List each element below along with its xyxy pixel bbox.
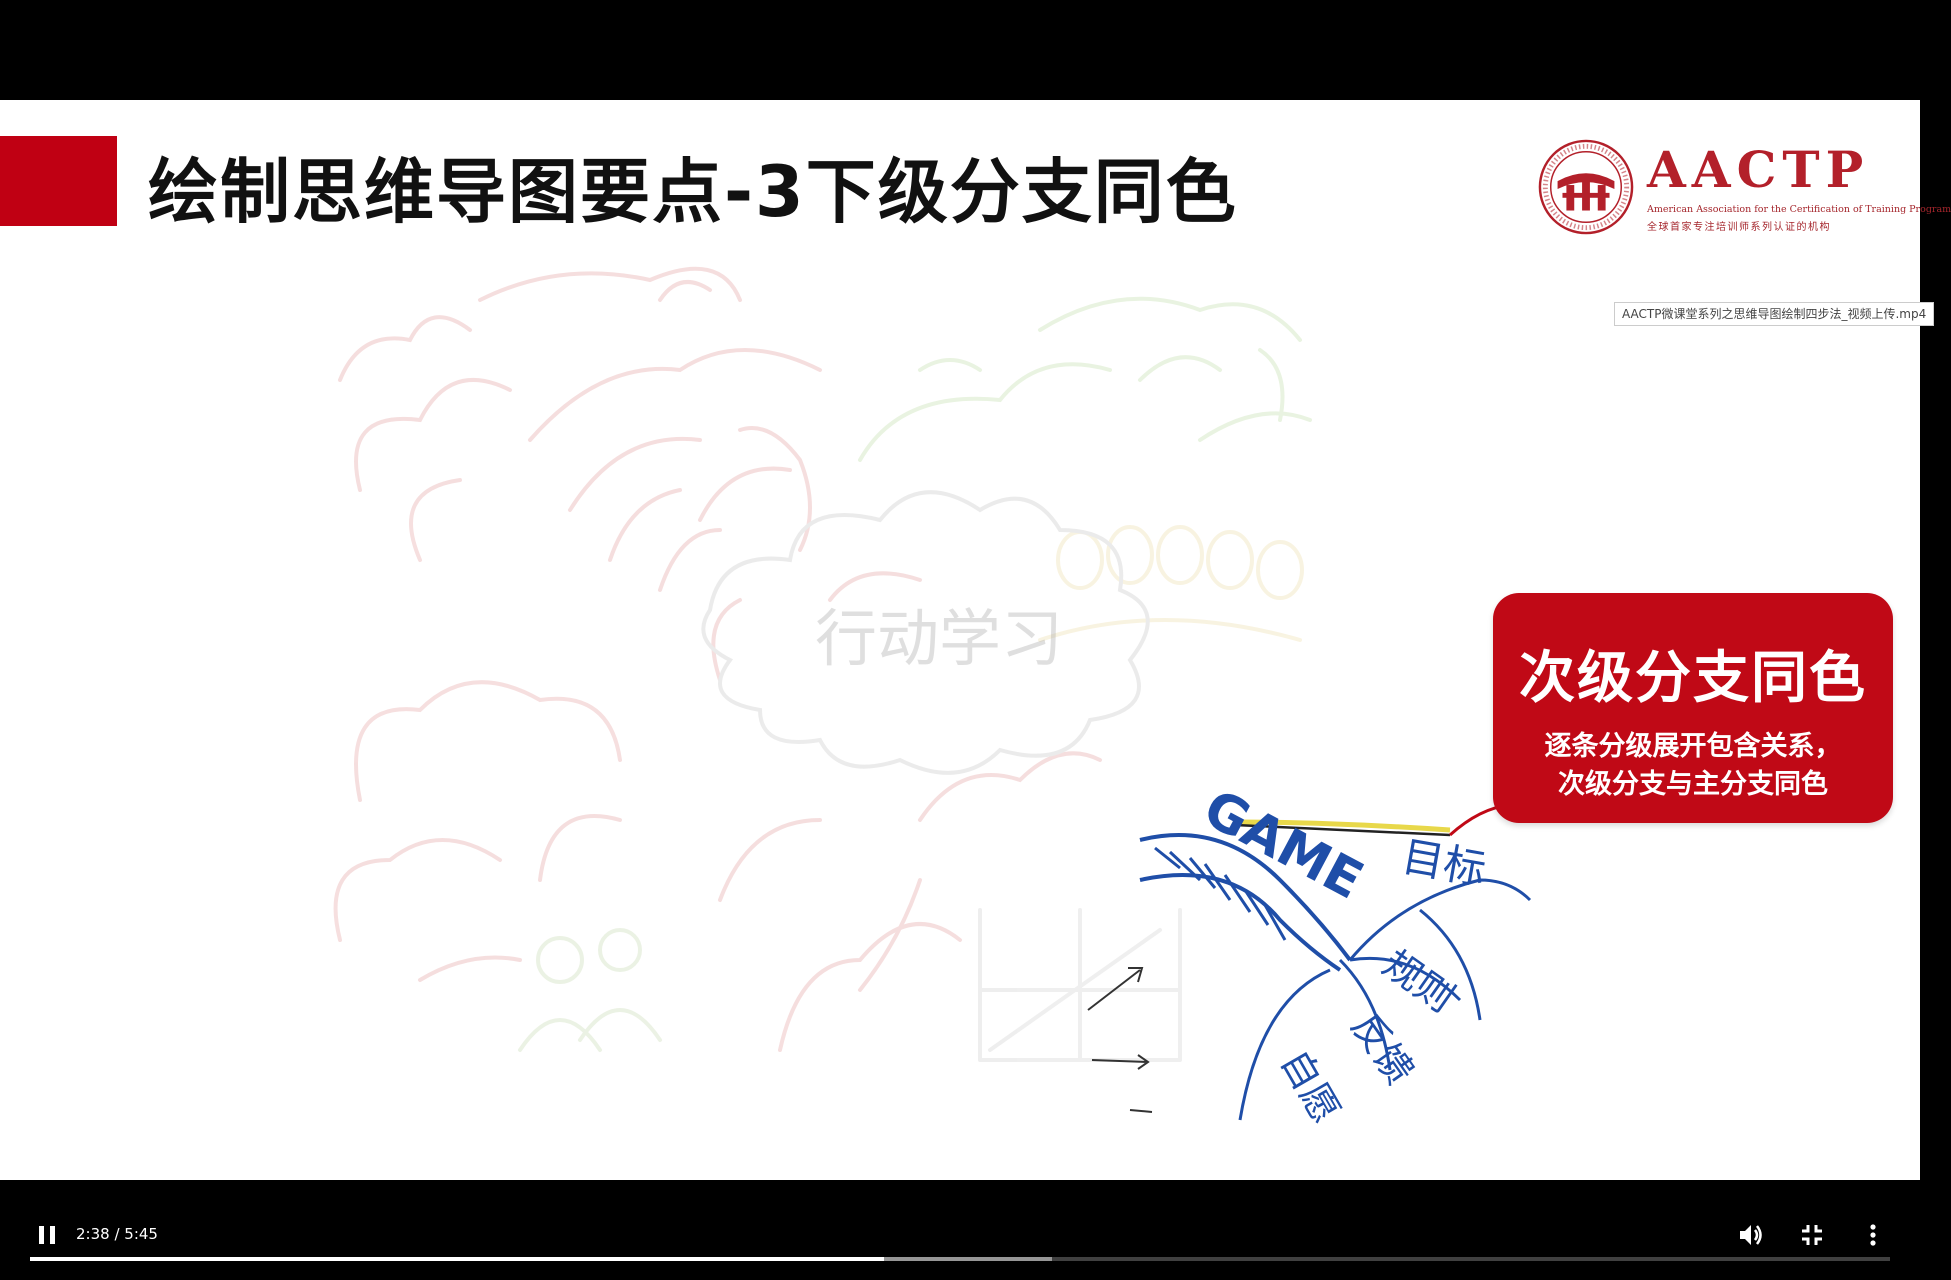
video-control-bar: 2:38 / 5:45 <box>0 1180 1920 1280</box>
pause-button[interactable] <box>34 1222 60 1248</box>
callout-box: 次级分支同色 逐条分级展开包含关系， 次级分支与主分支同色 <box>1493 593 1893 823</box>
seek-bar-played <box>30 1257 885 1261</box>
mind-map-drawing: 行动学习 GAME 目标 规则 反馈 自愿 <box>333 266 1532 1130</box>
exit-fullscreen-button[interactable] <box>1797 1220 1827 1250</box>
game-branch-label: GAME <box>1194 779 1372 912</box>
goal-branch-label: 目标 <box>1398 832 1489 895</box>
seal-icon <box>1538 139 1634 235</box>
callout-line-1: 逐条分级展开包含关系， <box>1544 731 1842 762</box>
pause-icon <box>39 1226 55 1244</box>
callout-line-2: 次级分支与主分支同色 <box>1558 769 1828 800</box>
mind-map-center-label: 行动学习 <box>815 602 1063 675</box>
more-options-button[interactable] <box>1858 1220 1888 1250</box>
title-accent-block <box>0 136 117 226</box>
seek-bar[interactable] <box>30 1257 1890 1261</box>
logo-wordmark: AACTP <box>1647 140 1870 199</box>
feedback-branch-label: 反馈 <box>1343 1005 1423 1093</box>
more-vert-icon <box>1870 1224 1876 1246</box>
aactp-logo: AACTP American Association for the Certi… <box>1535 136 1951 240</box>
volume-icon <box>1740 1225 1762 1245</box>
callout-title: 次级分支同色 <box>1519 646 1867 711</box>
logo-subtitle-en: American Association for the Certificati… <box>1647 204 1951 215</box>
volume-button[interactable] <box>1736 1220 1766 1250</box>
game-branch: GAME 目标 规则 反馈 自愿 <box>1087 779 1532 1131</box>
video-filename-label: AACTP微课堂系列之思维导图绘制四步法_视频上传.mp4 <box>1614 302 1935 326</box>
exit-fullscreen-icon <box>1802 1225 1822 1245</box>
callout-description: 逐条分级展开包含关系， 次级分支与主分支同色 <box>1493 728 1893 804</box>
logo-subtitle-cn: 全球首家专注培训师系列认证的机构 <box>1647 222 1831 233</box>
rules-branch-label: 规则 <box>1375 941 1463 1021</box>
voluntary-branch-label: 自愿 <box>1272 1043 1348 1131</box>
top-letterbox <box>0 0 1920 100</box>
time-display: 2:38 / 5:45 <box>76 1225 158 1243</box>
slide-title: 绘制思维导图要点-3下级分支同色 <box>148 151 1238 233</box>
video-frame[interactable]: 绘制思维导图要点-3下级分支同色 AACTP American Associat… <box>0 100 1951 1280</box>
